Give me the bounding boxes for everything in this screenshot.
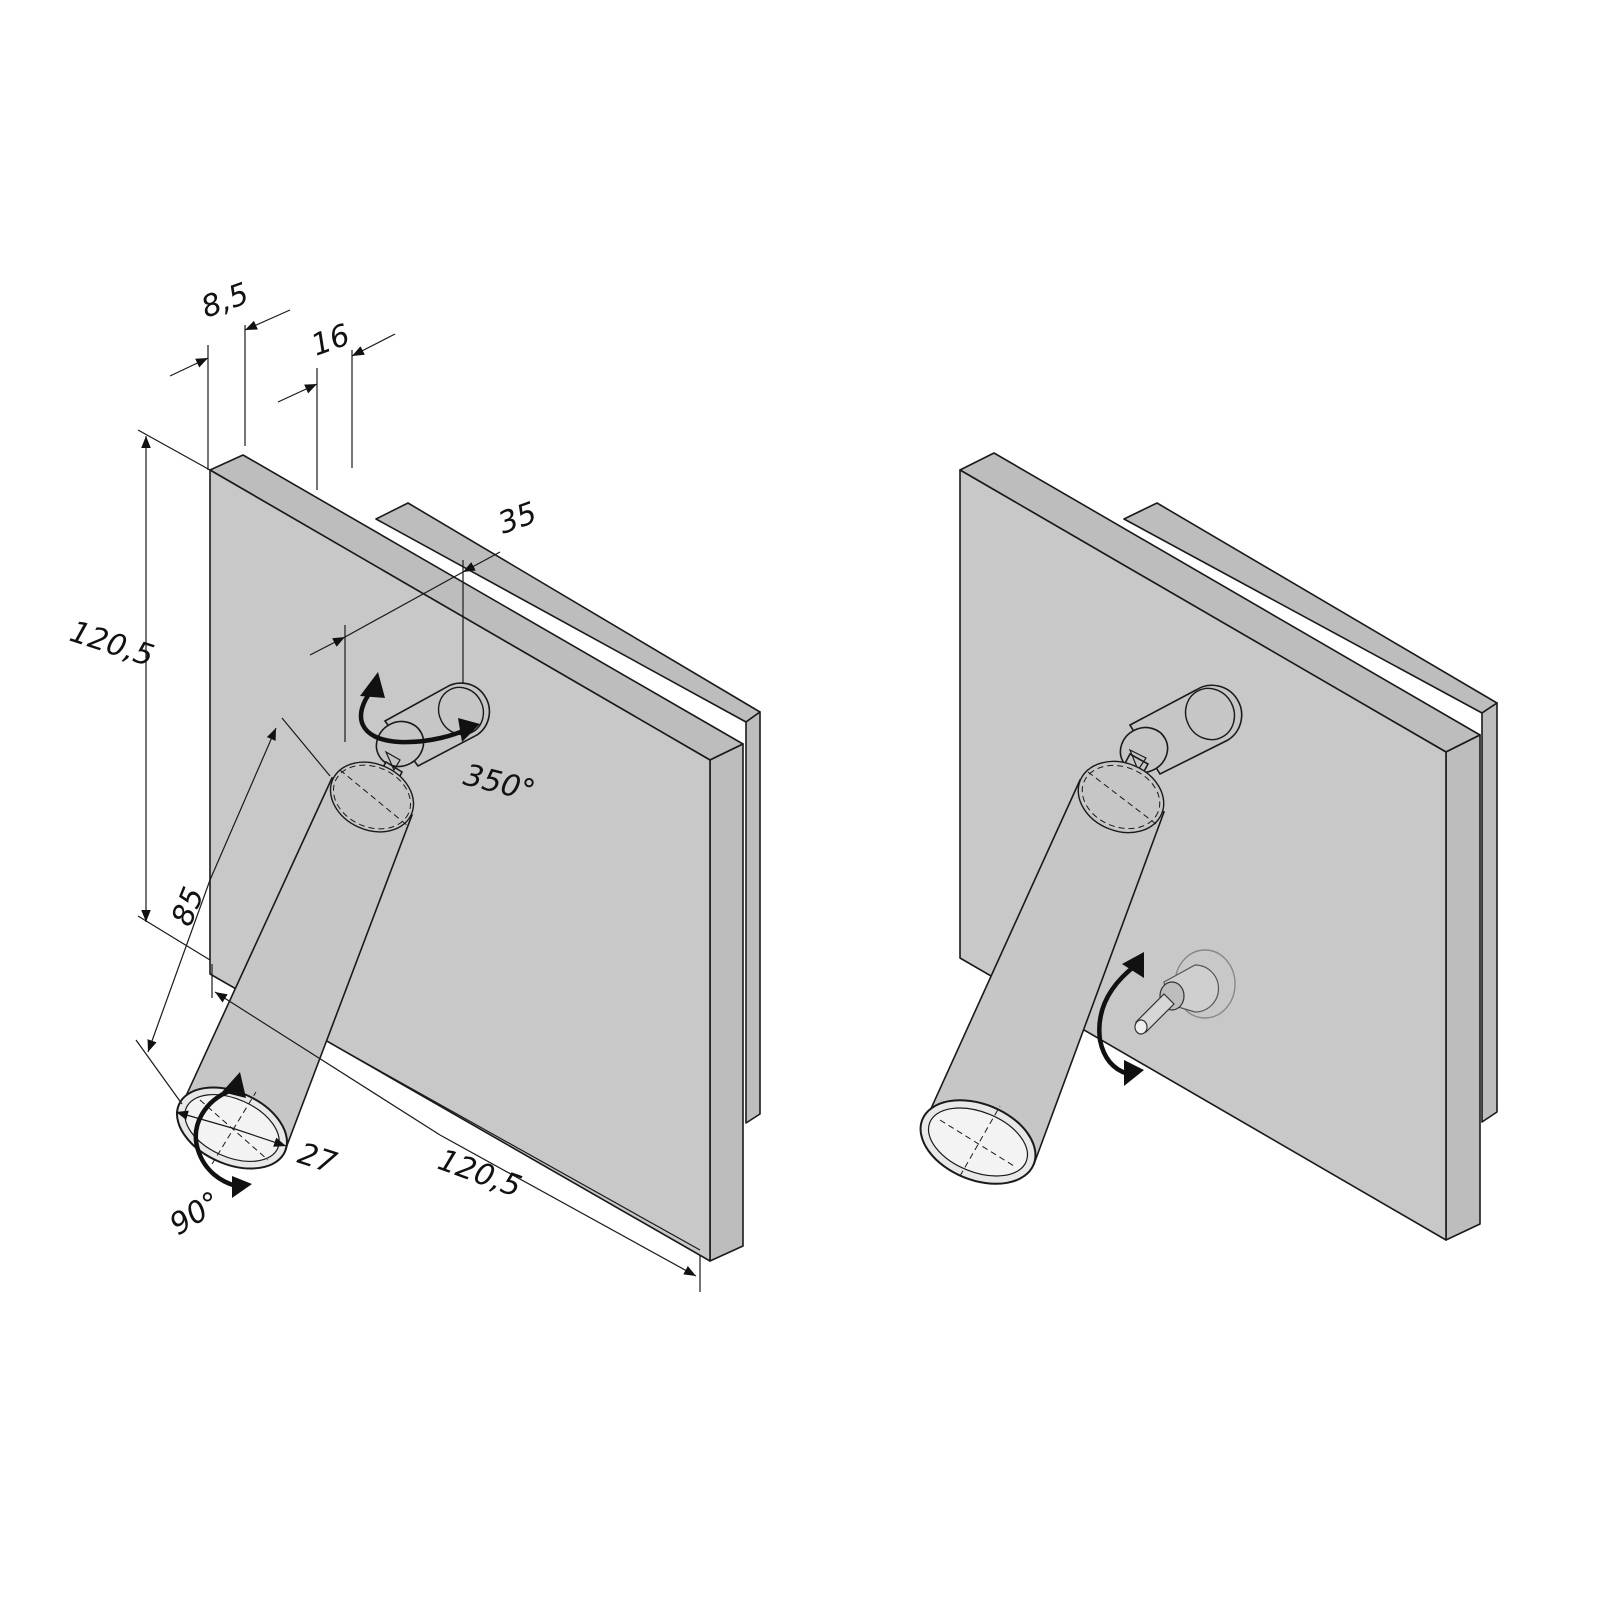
front-plate — [209, 454, 744, 1262]
left-view: 8,5 16 35 120,5 85 27 120,5 350° 90° — [66, 276, 761, 1292]
switch — [1134, 949, 1236, 1035]
double-curved-arrow — [1097, 952, 1144, 1086]
plate-thickness-label: 8,5 — [197, 276, 254, 325]
extension-lines — [135, 325, 701, 1292]
arm-length-label: 85 — [165, 882, 212, 931]
head-rotation-arrow — [358, 672, 480, 745]
base-thickness-label: 16 — [307, 318, 355, 364]
width-label: 120,5 — [433, 1143, 526, 1205]
tube-rotation-label: 90° — [164, 1185, 228, 1243]
reading-tube — [919, 760, 1166, 1185]
tube-rotation-arrow — [193, 1072, 252, 1198]
back-plate — [1123, 502, 1498, 1123]
swivel-head — [1114, 684, 1243, 792]
right-view — [919, 452, 1498, 1241]
front-plate — [959, 452, 1481, 1241]
head-diameter-label: 35 — [494, 496, 542, 542]
tube-diameter-label: 27 — [294, 1136, 341, 1181]
dimension-lines — [141, 309, 697, 1277]
height-label: 120,5 — [66, 614, 159, 674]
back-plate — [375, 502, 761, 1124]
